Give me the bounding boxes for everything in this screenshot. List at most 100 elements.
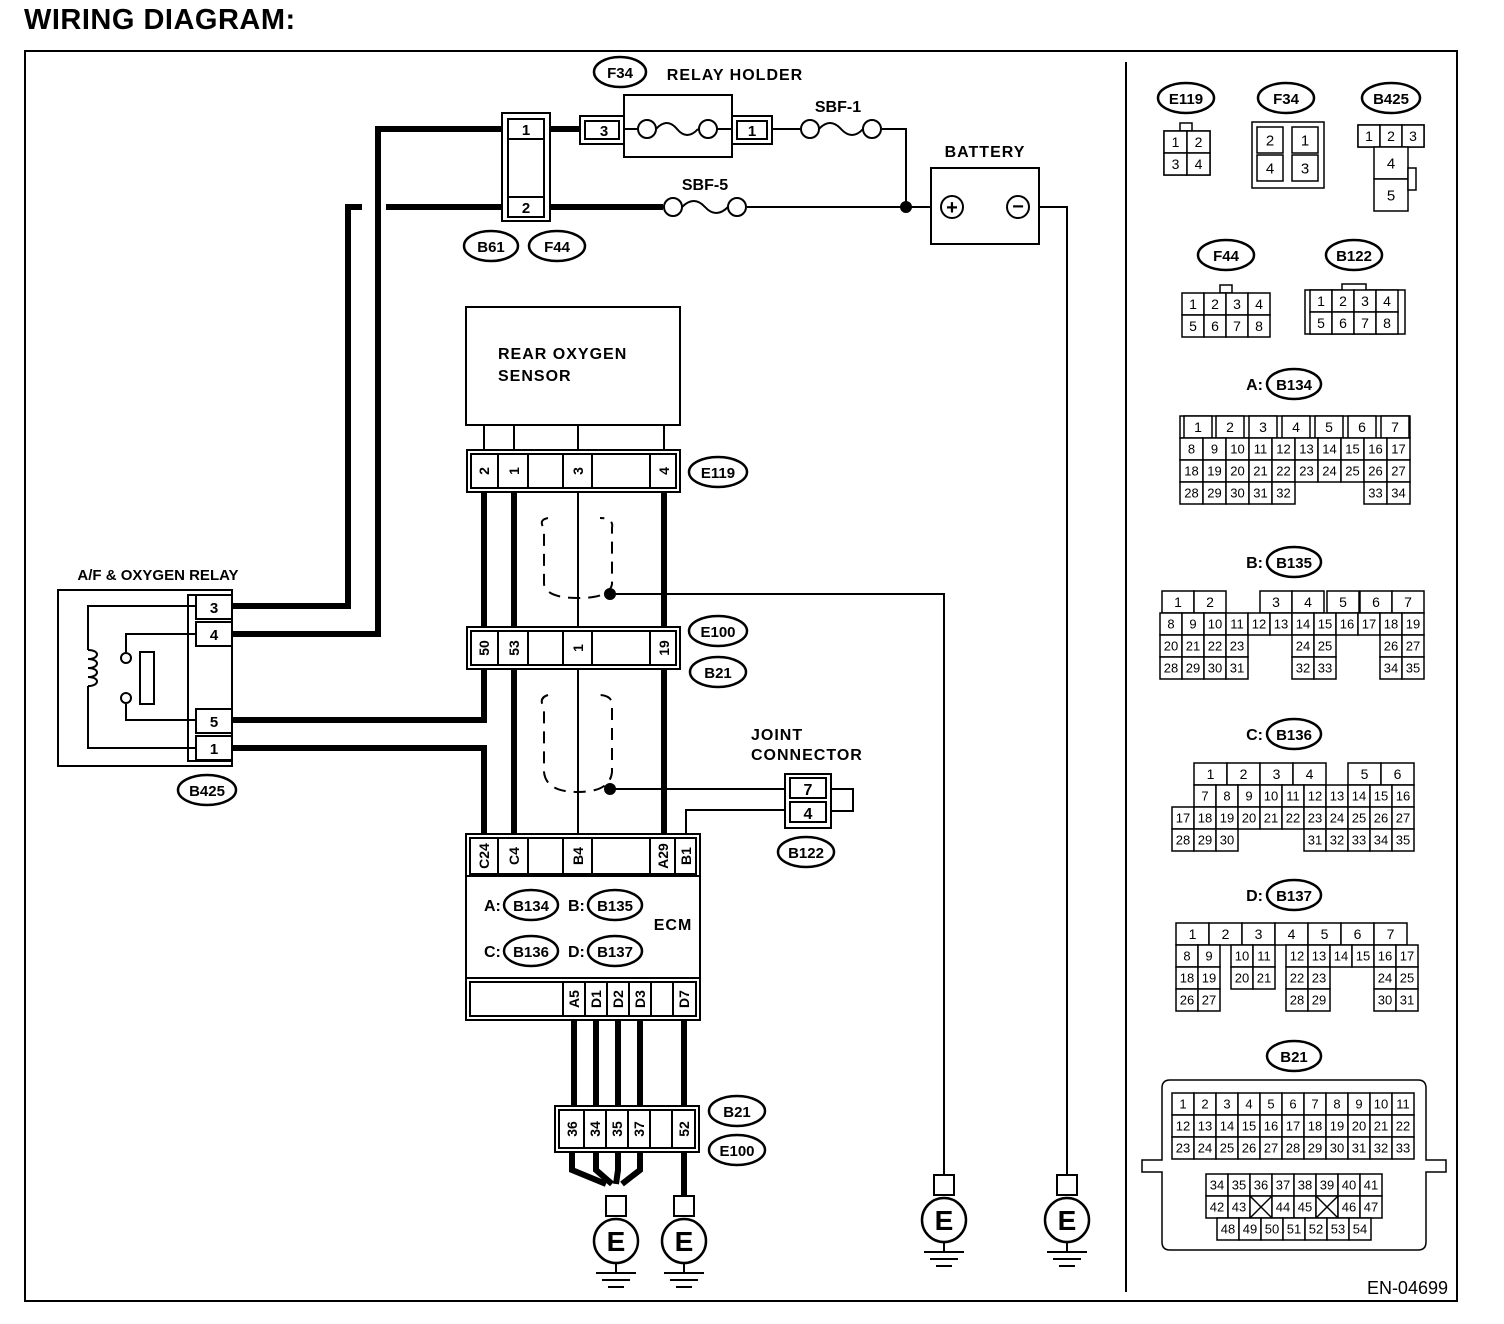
sbf1-label: SBF-1 (815, 99, 861, 116)
b61-pin-2: 2 (522, 200, 530, 217)
b135-cell: 28 (1164, 661, 1178, 676)
b137-cell: 20 (1235, 971, 1249, 986)
b137-cell: 23 (1312, 971, 1326, 986)
ecm-top-pin: B1 (678, 847, 694, 865)
b135-cell: 5 (1339, 594, 1347, 610)
ground-symbol: E (920, 1174, 968, 1267)
b136-cell: 8 (1223, 789, 1230, 804)
label-b135: B135 (586, 888, 644, 922)
b137-cell: 13 (1312, 949, 1326, 964)
b21-cell: 24 (1198, 1141, 1212, 1156)
svg-text:F44: F44 (544, 239, 571, 256)
b21-cell: 42 (1210, 1200, 1224, 1215)
e119-cell: 2 (1195, 134, 1203, 150)
svg-text:B134: B134 (513, 898, 550, 915)
label-f34: F34 (592, 55, 648, 89)
b135-cell: 31 (1230, 661, 1244, 676)
b136-cell: 16 (1396, 789, 1410, 804)
f34-pin-3: 3 (600, 123, 608, 140)
b21-cell: 46 (1342, 1200, 1356, 1215)
ecm-bottom-pin: D2 (610, 990, 626, 1008)
svg-text:B137: B137 (597, 944, 633, 961)
b21-cell: 39 (1320, 1178, 1334, 1193)
b135-cell: 22 (1208, 639, 1222, 654)
b135-cell: 7 (1404, 594, 1412, 610)
b21-cell: 43 (1232, 1200, 1246, 1215)
b134-cell: 14 (1322, 442, 1336, 457)
b136-cell: 29 (1198, 833, 1212, 848)
b135-cell: 26 (1384, 639, 1398, 654)
page-title: WIRING DIAGRAM: (24, 4, 296, 36)
b136-cell: 28 (1176, 833, 1190, 848)
b136-cell: 26 (1374, 811, 1388, 826)
b137-cell: 30 (1378, 993, 1392, 1008)
b21-cell: 48 (1221, 1222, 1235, 1237)
svg-text:B425: B425 (1373, 91, 1409, 108)
label-b134: B134 (502, 888, 560, 922)
b135-cell: 35 (1406, 661, 1420, 676)
b134-cell: 7 (1391, 419, 1399, 435)
panel-label-b21: B21 (1265, 1039, 1323, 1073)
b136-cell: 33 (1352, 833, 1366, 848)
ecm-group-a: A: (484, 898, 501, 915)
svg-text:B136: B136 (513, 944, 549, 961)
ecm-group-d: D: (568, 944, 585, 961)
b136-cell: 2 (1240, 766, 1248, 782)
relay-holder-label: RELAY HOLDER (667, 67, 803, 84)
b135-cell: 8 (1167, 617, 1174, 632)
b21-bottom-pin: 35 (609, 1121, 625, 1137)
connector-e119 (466, 449, 681, 493)
e119-pin: 1 (506, 467, 522, 475)
fuse-sbf5 (663, 197, 747, 217)
b21-bottom-pin: 36 (564, 1121, 580, 1137)
b137-cell: 11 (1257, 949, 1271, 964)
bold-wires (232, 126, 687, 1196)
b21-cell: 2 (1201, 1097, 1208, 1112)
f44-cell: 8 (1255, 318, 1263, 334)
ecm-bottom-pin: D1 (588, 990, 604, 1008)
b137-cell: 5 (1321, 926, 1329, 942)
b21-cell: 41 (1364, 1178, 1378, 1193)
ecm-bottom-pin: D7 (676, 990, 692, 1008)
panel-prefix: B: (1246, 555, 1263, 572)
b135-cell: 3 (1272, 594, 1280, 610)
relay-pin: 3 (210, 600, 218, 617)
b134-cell: 21 (1253, 464, 1267, 479)
b134-cell: 32 (1276, 486, 1290, 501)
b136-cell: 11 (1286, 789, 1300, 804)
b134-cell: 12 (1276, 442, 1290, 457)
panel-label-b425: B425 (1360, 81, 1422, 115)
b134-cell: 22 (1276, 464, 1290, 479)
b21-bottom-pin: 34 (587, 1121, 603, 1137)
b21-cell: 10 (1374, 1097, 1388, 1112)
svg-text:E100: E100 (719, 1143, 754, 1160)
b136-cell: 20 (1242, 811, 1256, 826)
b21-cell: 26 (1242, 1141, 1256, 1156)
b134-cell: 15 (1345, 442, 1359, 457)
joint-pin-7: 7 (804, 782, 813, 799)
b134-cell: 19 (1207, 464, 1221, 479)
b136-cell: 7 (1201, 789, 1208, 804)
b136-cell: 21 (1264, 811, 1278, 826)
b122-cell: 3 (1361, 293, 1369, 309)
b136-cell: 6 (1394, 766, 1402, 782)
b21-cell: 45 (1298, 1200, 1312, 1215)
b135-cell: 2 (1206, 594, 1214, 610)
b135-cell: 11 (1230, 617, 1244, 632)
f44-cell: 1 (1189, 296, 1197, 312)
b137-cell: 6 (1354, 926, 1362, 942)
b21-cell: 9 (1355, 1097, 1362, 1112)
b137-cell: 15 (1356, 949, 1370, 964)
b21-cell: 16 (1264, 1119, 1278, 1134)
svg-text:E: E (935, 1205, 954, 1236)
f34-cell: 1 (1301, 132, 1309, 149)
b134-cell: 26 (1368, 464, 1382, 479)
b136-cell: 12 (1308, 789, 1322, 804)
fuse-sbf1 (800, 119, 882, 139)
b137-cell: 1 (1189, 926, 1197, 942)
b135-cell: 1 (1174, 594, 1182, 610)
b137-cell: 25 (1400, 971, 1414, 986)
svg-text:E: E (607, 1226, 626, 1257)
